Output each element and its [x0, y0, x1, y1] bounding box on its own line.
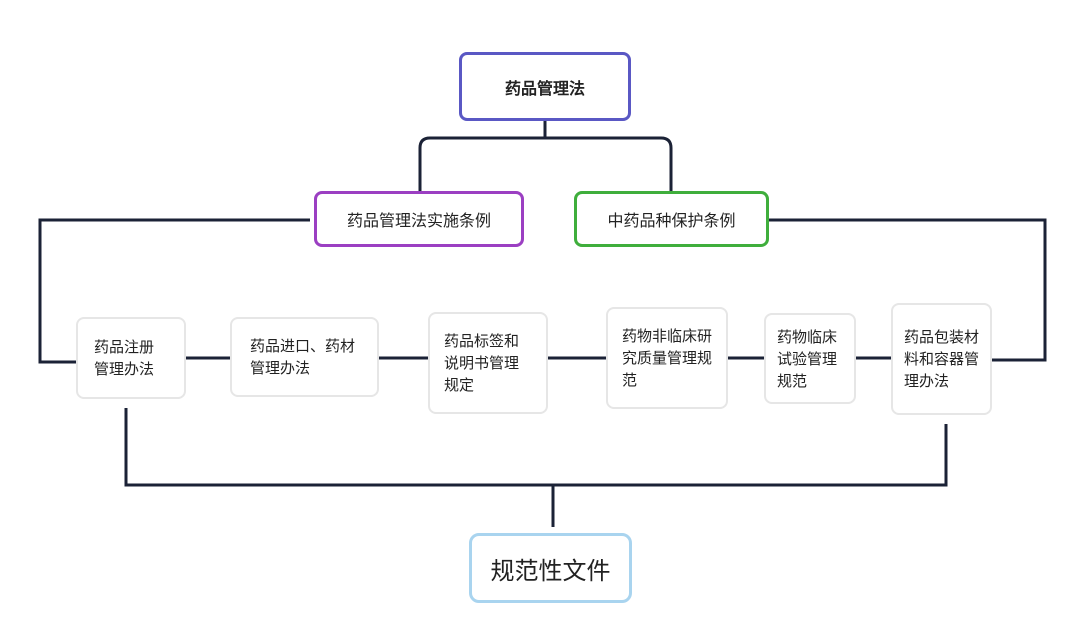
- category-node-label: 规范性文件: [490, 556, 611, 585]
- regulation-node-label: 药品管理法实施条例: [346, 211, 491, 230]
- document-node-labeling: 药品标签和说明书管理规定: [428, 312, 548, 414]
- document-node-import: 药品进口、药材管理办法: [230, 317, 379, 397]
- connector-root-branch: [418, 136, 673, 192]
- regulation-node-tcm-protection: 中药品种保护条例: [574, 191, 769, 247]
- document-node-label: 药品注册管理办法: [94, 338, 155, 378]
- document-node-glp: 药物非临床研究质量管理规范: [606, 307, 728, 409]
- regulation-node-implementation: 药品管理法实施条例: [314, 191, 524, 247]
- document-node-gcp: 药物临床试验管理规范: [764, 313, 856, 404]
- document-node-label: 药物非临床研究质量管理规范: [622, 327, 713, 389]
- connector-right-side: [768, 218, 1047, 362]
- connector-left-side: [38, 218, 310, 364]
- document-node-packaging: 药品包装材料和容器管理办法: [891, 303, 992, 415]
- root-node-drug-administration-law: 药品管理法: [459, 52, 631, 121]
- document-node-label: 药品标签和说明书管理规定: [444, 332, 520, 394]
- document-node-label: 药物临床试验管理规范: [777, 327, 838, 390]
- regulation-node-label: 中药品种保护条例: [607, 211, 736, 230]
- document-node-registration: 药品注册管理办法: [76, 317, 186, 399]
- document-node-label: 药品进口、药材管理办法: [250, 337, 356, 377]
- connector-bottom-bracket: [124, 408, 948, 487]
- document-node-label: 药品包装材料和容器管理办法: [904, 328, 980, 390]
- root-node-label: 药品管理法: [504, 78, 585, 98]
- category-node-normative-documents: 规范性文件: [469, 533, 632, 603]
